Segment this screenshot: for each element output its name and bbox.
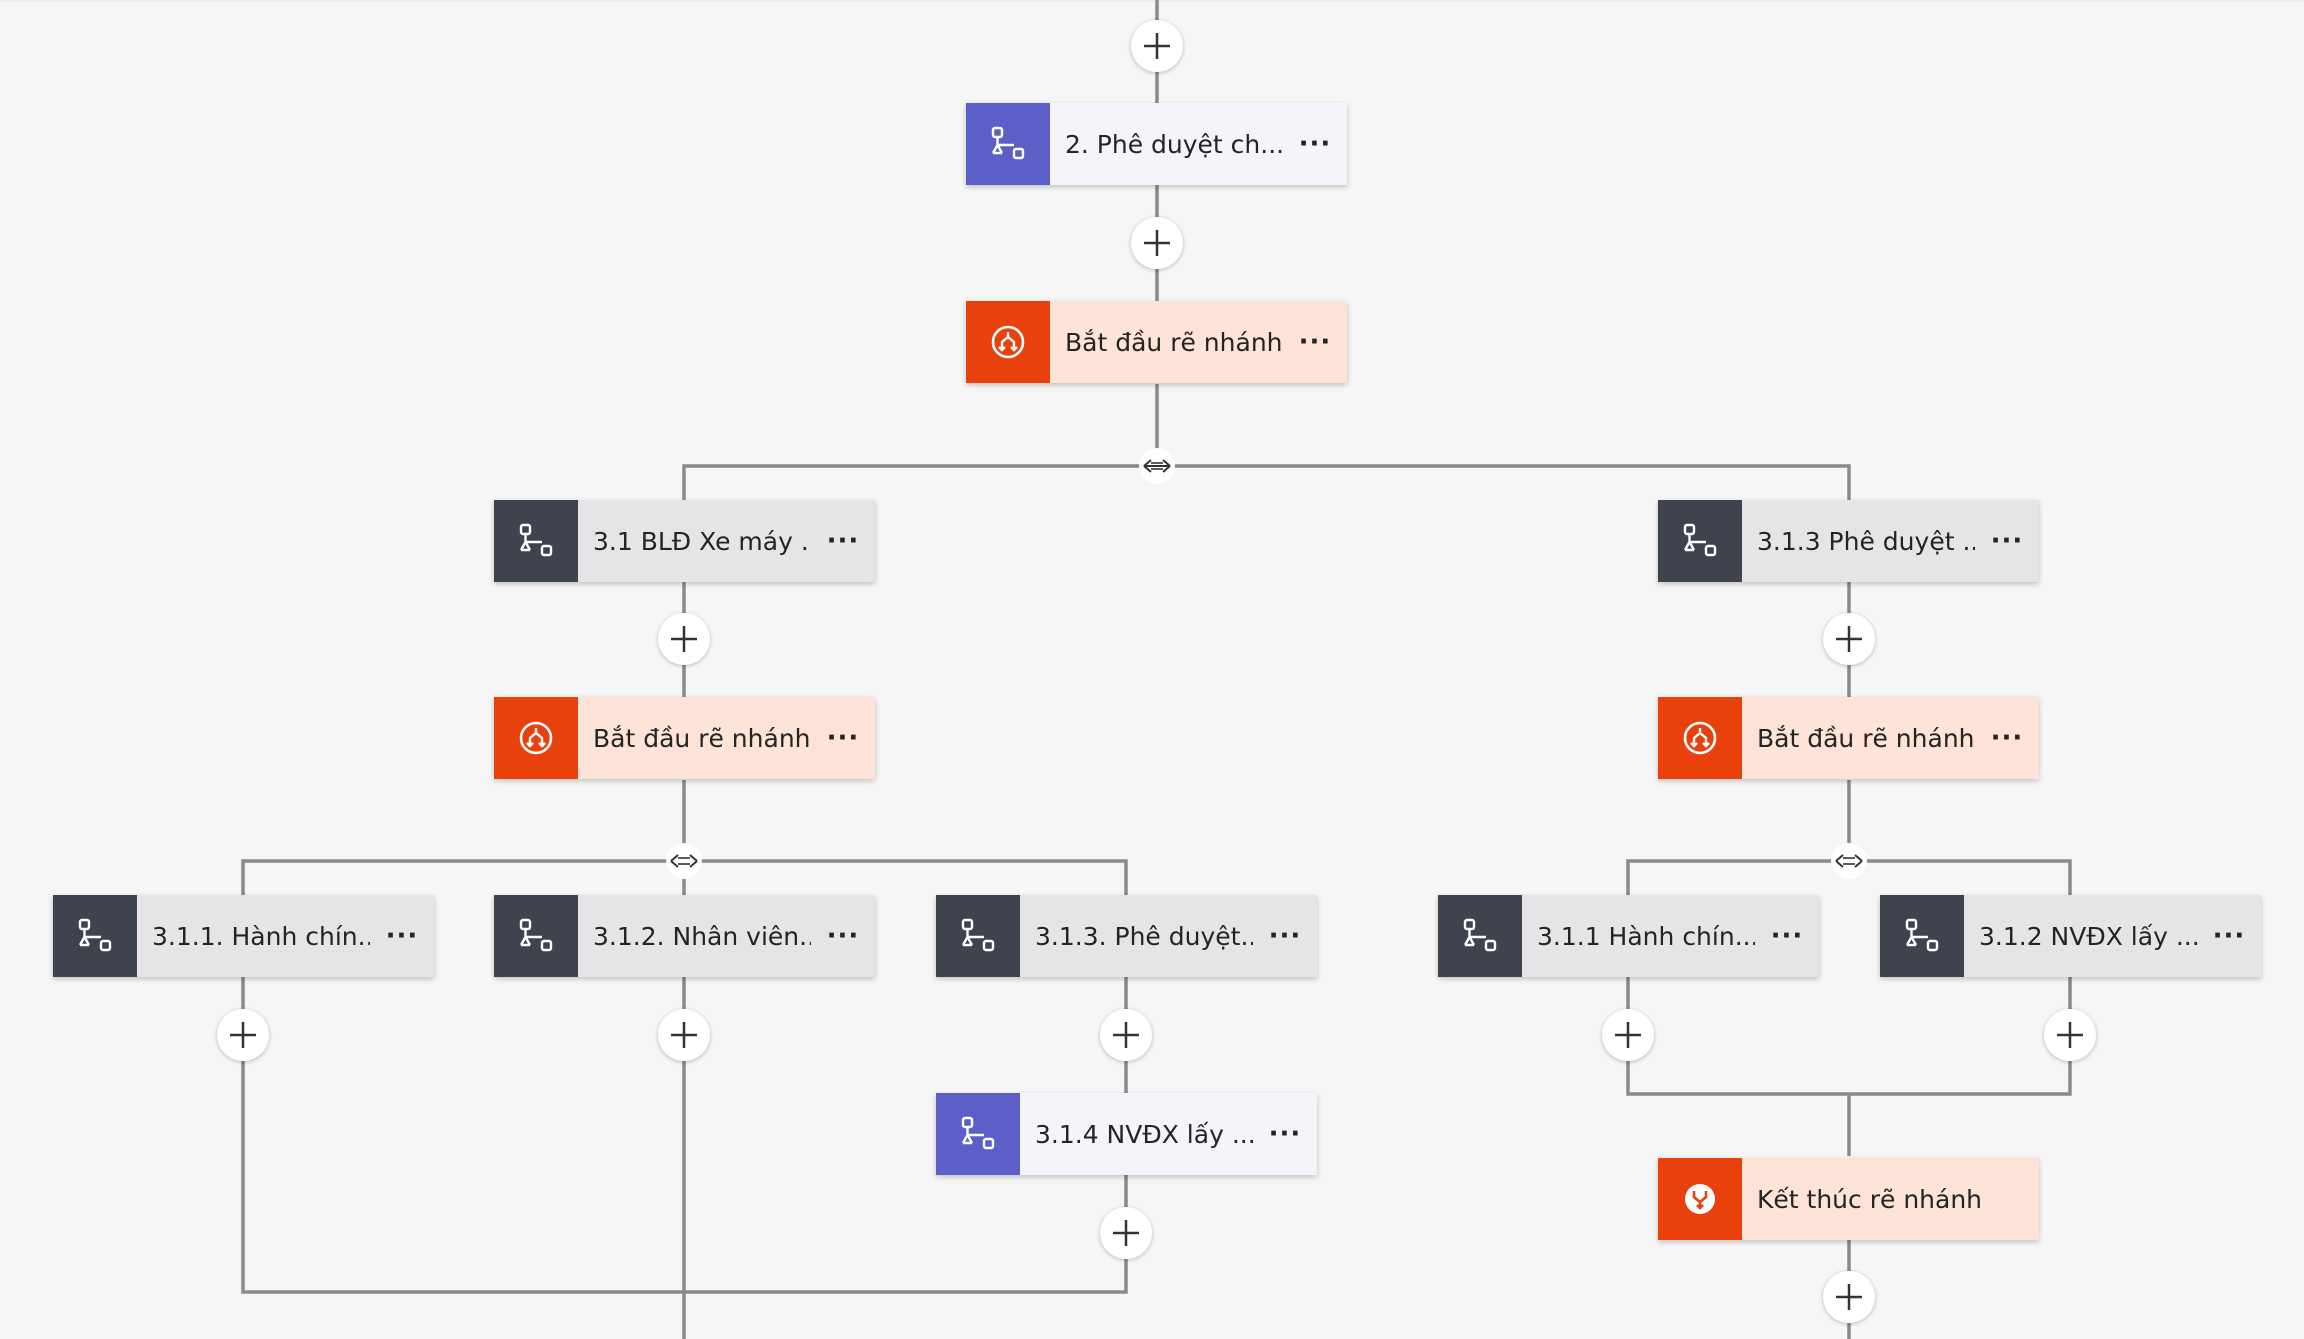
plus-icon: [1615, 1022, 1641, 1048]
node-icon-box: [1658, 1158, 1742, 1240]
node-more-button[interactable]: ···: [385, 921, 419, 951]
node-title: Kết thúc rẽ nhánh: [1757, 1184, 1983, 1214]
node-more-button[interactable]: ···: [2212, 921, 2246, 951]
plus-icon: [671, 1022, 697, 1048]
approval-branch-icon: [1683, 523, 1717, 557]
swap-arrows-icon: [1143, 459, 1171, 473]
flow-node-3-1-3[interactable]: 3.1.3. Phê duyệt... ···: [936, 895, 1317, 977]
branch-start-icon: [519, 721, 553, 755]
node-more-button[interactable]: ···: [826, 921, 860, 951]
add-step-button[interactable]: [1100, 1207, 1152, 1259]
node-title: 3.1.4 NVĐX lấy ...: [1035, 1119, 1253, 1149]
approval-branch-icon: [961, 1116, 995, 1150]
node-more-button[interactable]: ···: [1298, 327, 1332, 357]
branch-resize-handle-3[interactable]: [1831, 843, 1867, 879]
flow-node-branch-start[interactable]: Bắt đầu rẽ nhánh ···: [966, 301, 1347, 383]
flow-node-3-1-1[interactable]: 3.1.1. Hành chín... ···: [53, 895, 434, 977]
add-step-button[interactable]: [217, 1009, 269, 1061]
add-step-button[interactable]: [658, 613, 710, 665]
plus-icon: [1113, 1022, 1139, 1048]
flow-node-2-approval[interactable]: 2. Phê duyệt ch... ···: [966, 103, 1347, 185]
add-step-button[interactable]: [1602, 1009, 1654, 1061]
swap-arrows-icon: [670, 854, 698, 868]
node-more-button[interactable]: ···: [1268, 1119, 1302, 1149]
flow-node-3-1-2[interactable]: 3.1.2. Nhân viên... ···: [494, 895, 875, 977]
add-step-button[interactable]: [1823, 1271, 1875, 1323]
flow-node-3-1-1-right[interactable]: 3.1.1 Hành chín... ···: [1438, 895, 1819, 977]
node-title: 2. Phê duyệt ch...: [1065, 129, 1283, 159]
node-more-button[interactable]: ···: [826, 723, 860, 753]
node-more-button[interactable]: ···: [1770, 921, 1804, 951]
node-icon-box: [966, 103, 1050, 185]
flow-node-3-1-2-right[interactable]: 3.1.2 NVĐX lấy ... ···: [1880, 895, 2261, 977]
node-title: Bắt đầu rẽ nhánh: [1065, 327, 1283, 357]
branch-resize-handle-1[interactable]: [1139, 448, 1175, 484]
node-title: Bắt đầu rẽ nhánh: [1757, 723, 1975, 753]
node-more-button[interactable]: ···: [826, 526, 860, 556]
node-more-button[interactable]: ···: [1298, 129, 1332, 159]
flow-node-branch-start-right[interactable]: Bắt đầu rẽ nhánh ···: [1658, 697, 2039, 779]
plus-icon: [1113, 1220, 1139, 1246]
plus-icon: [671, 626, 697, 652]
approval-branch-icon: [991, 126, 1025, 160]
node-icon-box: [936, 1093, 1020, 1175]
node-more-button[interactable]: ···: [1268, 921, 1302, 951]
approval-branch-icon: [78, 918, 112, 952]
approval-branch-icon: [519, 918, 553, 952]
node-title: 3.1.3 Phê duyệt ...: [1757, 526, 1975, 556]
node-icon-box: [494, 697, 578, 779]
flow-node-3-1-3-right[interactable]: 3.1.3 Phê duyệt ... ···: [1658, 500, 2039, 582]
flow-node-branch-start-left[interactable]: Bắt đầu rẽ nhánh ···: [494, 697, 875, 779]
top-edge-shadow: [0, 0, 2304, 3]
node-icon-box: [966, 301, 1050, 383]
swap-arrows-icon: [1835, 854, 1863, 868]
node-icon-box: [494, 500, 578, 582]
node-title: 3.1.1. Hành chín...: [152, 921, 370, 951]
node-title: 3.1.2. Nhân viên...: [593, 921, 811, 951]
plus-icon: [1144, 33, 1170, 59]
add-step-button[interactable]: [1131, 217, 1183, 269]
node-more-button[interactable]: ···: [1990, 526, 2024, 556]
add-step-button[interactable]: [1131, 20, 1183, 72]
node-title: 3.1.3. Phê duyệt...: [1035, 921, 1253, 951]
node-title: 3.1 BLĐ Xe máy ...: [593, 526, 811, 556]
node-title: 3.1.2 NVĐX lấy ...: [1979, 921, 2197, 951]
branch-start-icon: [1683, 721, 1717, 755]
flow-node-3-1-4[interactable]: 3.1.4 NVĐX lấy ... ···: [936, 1093, 1317, 1175]
branch-end-icon: [1685, 1184, 1715, 1214]
add-step-button[interactable]: [1100, 1009, 1152, 1061]
node-icon-box: [936, 895, 1020, 977]
add-step-button[interactable]: [658, 1009, 710, 1061]
flow-node-branch-end[interactable]: Kết thúc rẽ nhánh: [1658, 1158, 2039, 1240]
approval-branch-icon: [1463, 918, 1497, 952]
node-title: Bắt đầu rẽ nhánh: [593, 723, 811, 753]
plus-icon: [1836, 1284, 1862, 1310]
flow-node-3-1[interactable]: 3.1 BLĐ Xe máy ... ···: [494, 500, 875, 582]
approval-branch-icon: [961, 918, 995, 952]
node-icon-box: [494, 895, 578, 977]
node-icon-box: [1658, 697, 1742, 779]
node-icon-box: [1438, 895, 1522, 977]
node-more-button[interactable]: ···: [1990, 723, 2024, 753]
approval-branch-icon: [1905, 918, 1939, 952]
plus-icon: [2057, 1022, 2083, 1048]
node-icon-box: [1880, 895, 1964, 977]
plus-icon: [1144, 230, 1170, 256]
branch-resize-handle-2[interactable]: [666, 843, 702, 879]
node-title: 3.1.1 Hành chín...: [1537, 921, 1755, 951]
plus-icon: [1836, 626, 1862, 652]
add-step-button[interactable]: [1823, 613, 1875, 665]
node-icon-box: [1658, 500, 1742, 582]
approval-branch-icon: [519, 523, 553, 557]
node-icon-box: [53, 895, 137, 977]
plus-icon: [230, 1022, 256, 1048]
branch-start-icon: [991, 325, 1025, 359]
add-step-button[interactable]: [2044, 1009, 2096, 1061]
